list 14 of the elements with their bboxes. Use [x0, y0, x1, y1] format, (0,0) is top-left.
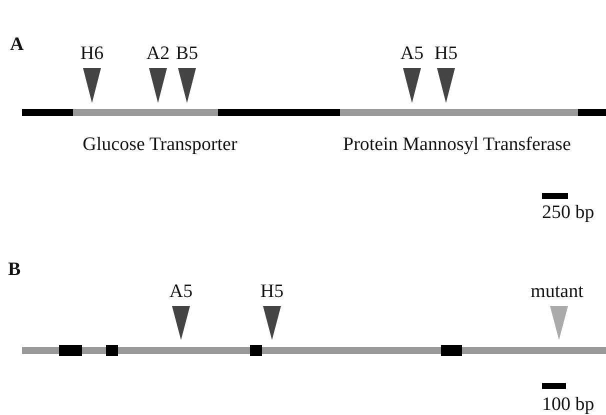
scale-label: 250 bp — [542, 202, 594, 224]
site-label: mutant — [530, 281, 584, 303]
scale-label: 100 bp — [542, 394, 594, 415]
site-label: H5 — [434, 43, 458, 65]
site-label: A5 — [169, 281, 193, 303]
gene-label: Glucose Transporter — [82, 134, 238, 156]
panel-letter: A — [10, 34, 24, 56]
site-label: A5 — [400, 43, 424, 65]
site-label: H6 — [80, 43, 104, 65]
site-label: B5 — [176, 43, 198, 65]
site-label: H5 — [260, 281, 284, 303]
site-label: A2 — [146, 43, 170, 65]
gene-label: Protein Mannosyl Transferase — [343, 134, 571, 156]
panel-letter: B — [8, 259, 21, 281]
